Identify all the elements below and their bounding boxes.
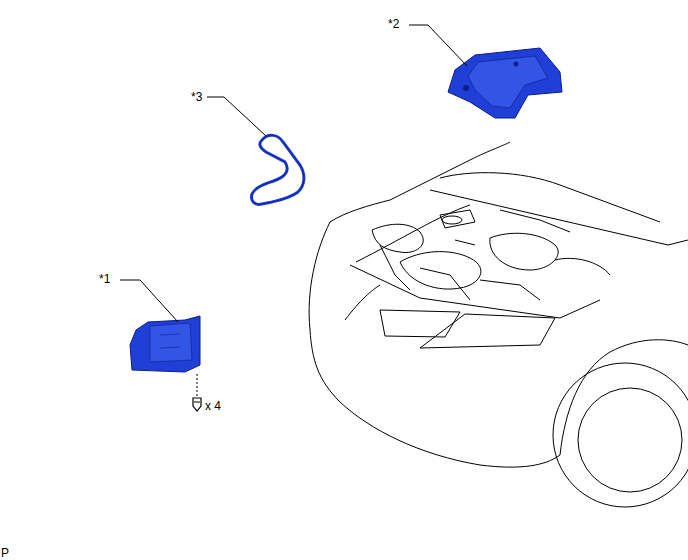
drive-belt — [251, 135, 303, 204]
callout-number: *3 — [190, 90, 203, 104]
bolt-symbol — [193, 398, 201, 411]
engine-under-cover — [130, 316, 200, 372]
quantity-label: x 4 — [204, 399, 222, 413]
engine-cover — [448, 48, 562, 118]
callout-number: *2 — [387, 17, 400, 31]
callout-number: *1 — [98, 272, 111, 286]
leader-lines — [120, 25, 467, 396]
figure-mark: P — [0, 546, 10, 560]
vehicle-outline — [309, 142, 688, 507]
